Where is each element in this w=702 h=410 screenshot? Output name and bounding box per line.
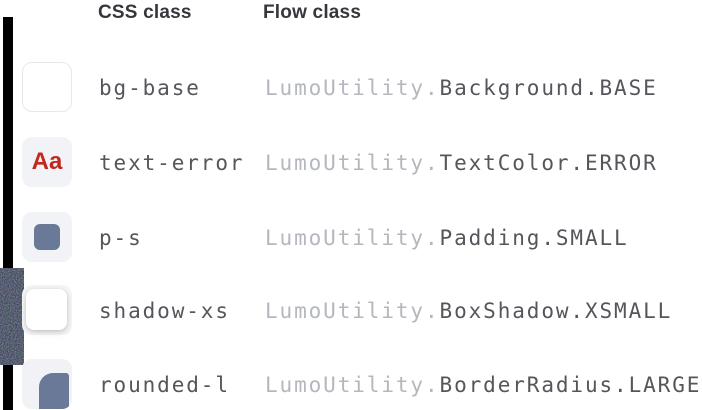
flow-class-name: LumoUtility.TextColor.ERROR — [265, 151, 658, 175]
column-header-flow-class: Flow class — [263, 2, 362, 23]
css-class-name: bg-base — [99, 76, 201, 100]
flow-class-name: LumoUtility.Background.BASE — [265, 76, 658, 100]
table-row: rounded-l LumoUtility.BorderRadius.LARGE — [0, 359, 702, 410]
background-base-swatch-icon — [22, 62, 72, 112]
flow-class-prefix: LumoUtility. — [265, 299, 440, 323]
table-row: p-s LumoUtility.Padding.SMALL — [0, 212, 702, 264]
flow-class-name: LumoUtility.Padding.SMALL — [265, 226, 629, 250]
flow-class-name: LumoUtility.BoxShadow.XSMALL — [265, 299, 672, 323]
flow-class-member: BoxShadow.XSMALL — [439, 299, 673, 323]
flow-class-member: BorderRadius.LARGE — [439, 373, 702, 397]
flow-class-name: LumoUtility.BorderRadius.LARGE — [265, 373, 701, 397]
text-error-sample-icon: Aa — [22, 137, 72, 187]
padding-inner-square — [34, 224, 60, 250]
table-row: Aa text-error LumoUtility.TextColor.ERRO… — [0, 137, 702, 189]
column-header-css-class: CSS class — [98, 2, 192, 23]
flow-class-member: Background.BASE — [439, 76, 658, 100]
left-edge-strip — [3, 17, 13, 268]
flow-class-prefix: LumoUtility. — [265, 151, 440, 175]
flow-class-prefix: LumoUtility. — [265, 226, 440, 250]
text-sample-glyph: Aa — [31, 148, 63, 175]
flow-class-prefix: LumoUtility. — [265, 373, 440, 397]
css-class-name: shadow-xs — [99, 299, 230, 323]
image-noise-artifact — [0, 268, 24, 365]
flow-class-prefix: LumoUtility. — [265, 76, 440, 100]
css-class-name: p-s — [99, 226, 143, 250]
padding-small-swatch-icon — [22, 212, 72, 262]
css-class-name: rounded-l — [99, 373, 230, 397]
table-row: bg-base LumoUtility.Background.BASE — [0, 62, 702, 114]
shadow-inner-square — [26, 289, 67, 330]
left-edge-strip — [3, 365, 13, 410]
border-radius-large-swatch-icon — [22, 359, 72, 409]
box-shadow-xsmall-swatch-icon — [22, 285, 72, 335]
table-row: shadow-xs LumoUtility.BoxShadow.XSMALL — [0, 285, 702, 337]
css-class-name: text-error — [99, 151, 245, 175]
rounded-inner-square — [39, 373, 69, 409]
flow-class-member: Padding.SMALL — [439, 226, 629, 250]
flow-class-member: TextColor.ERROR — [439, 151, 658, 175]
